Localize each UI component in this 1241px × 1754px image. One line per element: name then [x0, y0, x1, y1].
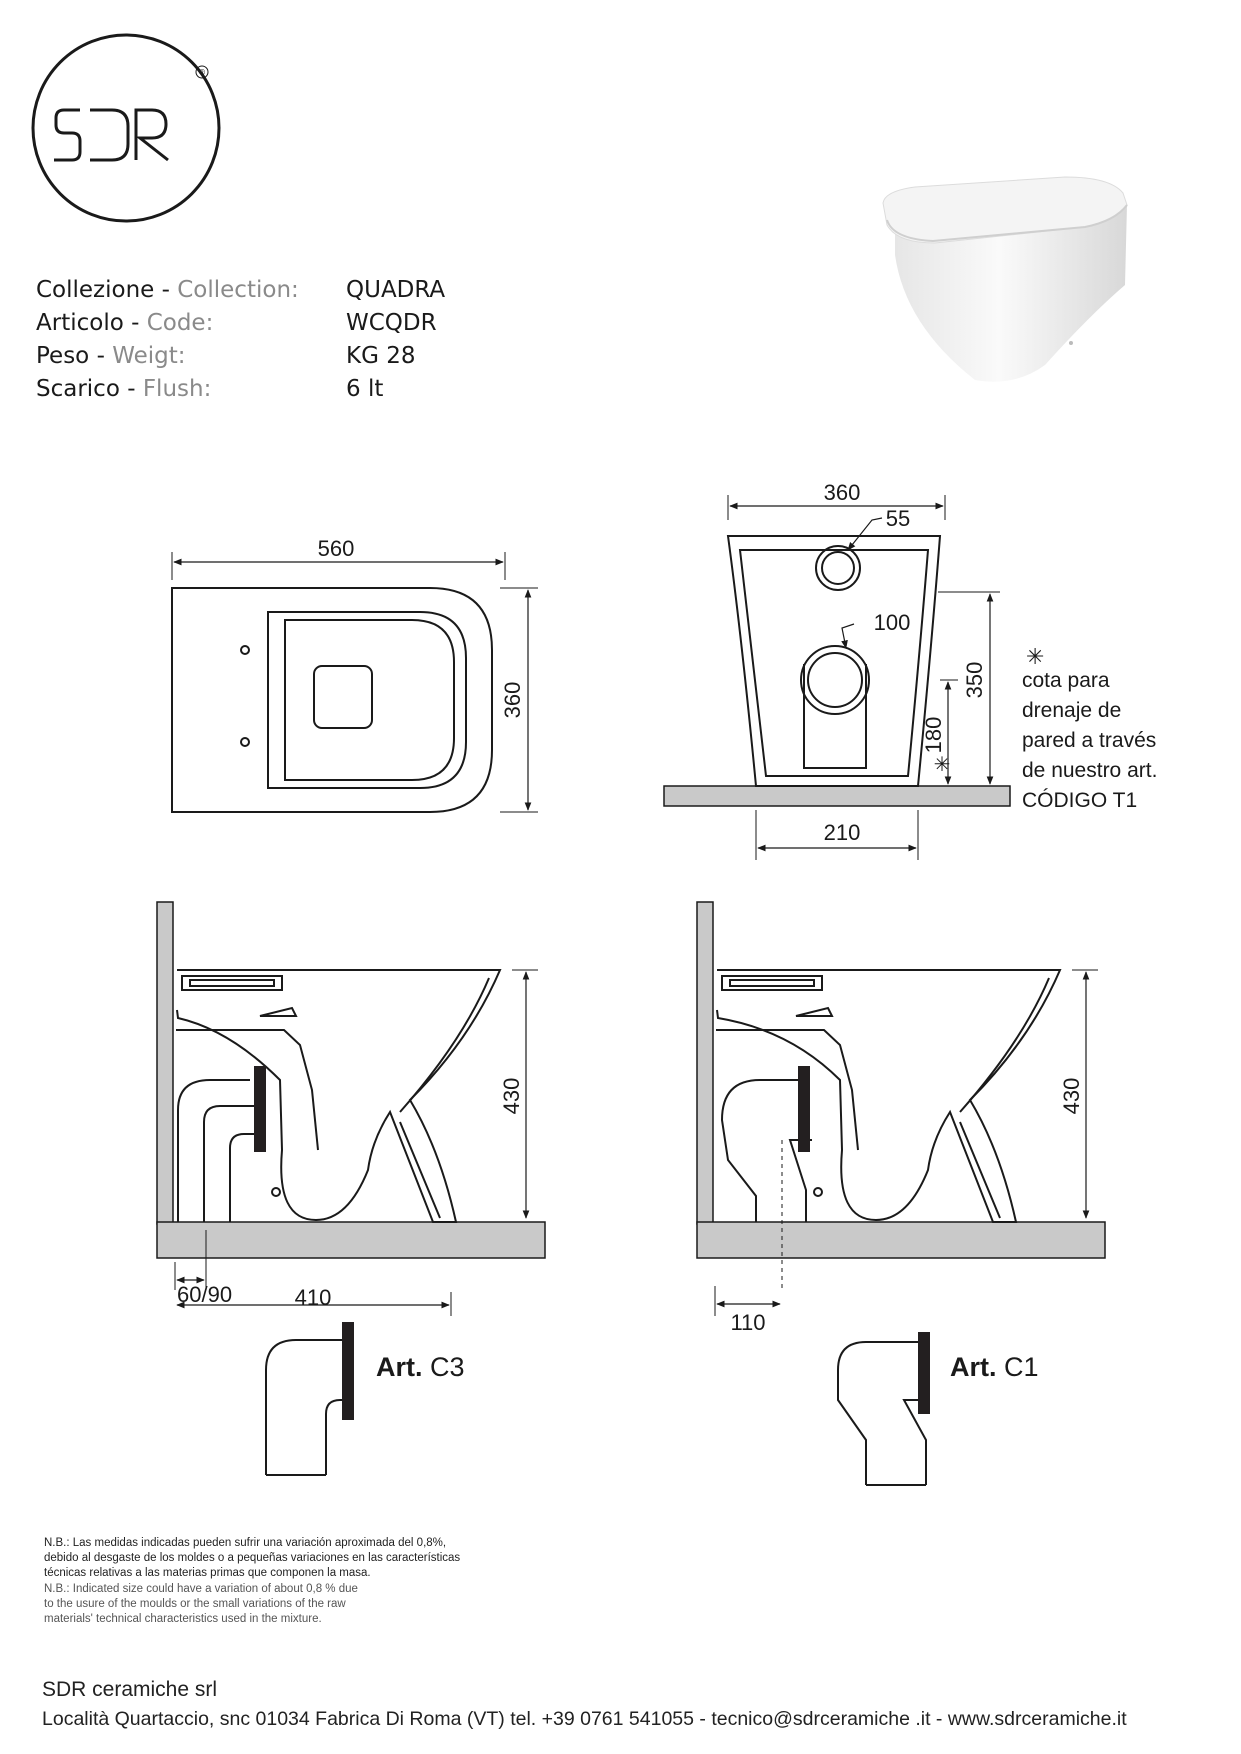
pipe-c1: [837, 1332, 930, 1486]
company-name: SDR ceramiche srl: [42, 1678, 218, 1701]
spec-label-flush: Scarico - Flush:: [36, 376, 212, 402]
dim-c3-length: 410: [295, 1285, 332, 1310]
dim-rear-outlet-height: 180: [921, 717, 946, 754]
spec-label-collection: Collezione - Collection:: [36, 277, 299, 303]
spec-value-collection: QUADRA: [346, 277, 446, 303]
spec-label-weight: Peso - Weigt:: [36, 343, 186, 369]
side-view-c1: [696, 901, 1106, 1316]
note-es-line: debido al desgaste de los moldes o a peq…: [44, 1552, 461, 1564]
note-en-line: materials' technical characteristics use…: [44, 1613, 322, 1625]
dim-rear-outlet: 100: [874, 610, 911, 635]
product-image: [882, 176, 1128, 382]
t1-note-line: cota para: [1022, 669, 1110, 692]
dim-side-height-c1: 430: [1059, 1078, 1084, 1115]
top-view: [171, 552, 538, 813]
dim-c3-wall-offset: 60/90: [177, 1282, 232, 1307]
dim-rear-inlet: 55: [886, 506, 910, 531]
note-en-line: N.B.: Indicated size could have a variat…: [44, 1583, 358, 1595]
dim-rear-base-width: 210: [824, 820, 861, 845]
dim-top-width: 560: [318, 536, 355, 561]
t1-note-line: CÓDIGO T1: [1022, 789, 1138, 812]
spec-value-flush: 6 lt: [346, 376, 384, 402]
t1-star-icon: ✳: [1026, 645, 1045, 670]
note-es-line: técnicas relativas a las materias primas…: [44, 1567, 371, 1579]
note-en-line: to the usure of the moulds or the small …: [44, 1598, 346, 1610]
side-view-c3: [156, 901, 546, 1316]
t1-note-line: pared a través: [1022, 729, 1157, 752]
note-es-line: N.B.: Las medidas indicadas pueden sufri…: [44, 1537, 447, 1549]
sdr-logo: ®: [31, 33, 221, 223]
dim-top-depth: 360: [500, 682, 525, 719]
dim-rear-width: 360: [824, 480, 861, 505]
article-label-c1: Art. C1: [950, 1352, 1039, 1382]
star-mark-icon: ✳: [934, 754, 951, 776]
dim-side-height-c3: 430: [499, 1078, 524, 1115]
t1-note-line: de nuestro art.: [1022, 759, 1158, 782]
spec-value-code: WCQDR: [346, 310, 437, 336]
company-address: Località Quartaccio, snc 01034 Fabrica D…: [42, 1708, 1127, 1730]
dim-c1-offset: 110: [730, 1310, 765, 1335]
pipe-c3: [265, 1322, 354, 1476]
dim-rear-height: 350: [962, 662, 987, 699]
article-label-c3: Art. C3: [376, 1352, 465, 1382]
registered-mark: ®: [198, 68, 206, 77]
spec-label-code: Articolo - Code:: [36, 310, 214, 336]
spec-value-weight: KG 28: [346, 343, 416, 369]
rear-view: [663, 495, 1011, 860]
t1-note-line: drenaje de: [1022, 699, 1122, 722]
